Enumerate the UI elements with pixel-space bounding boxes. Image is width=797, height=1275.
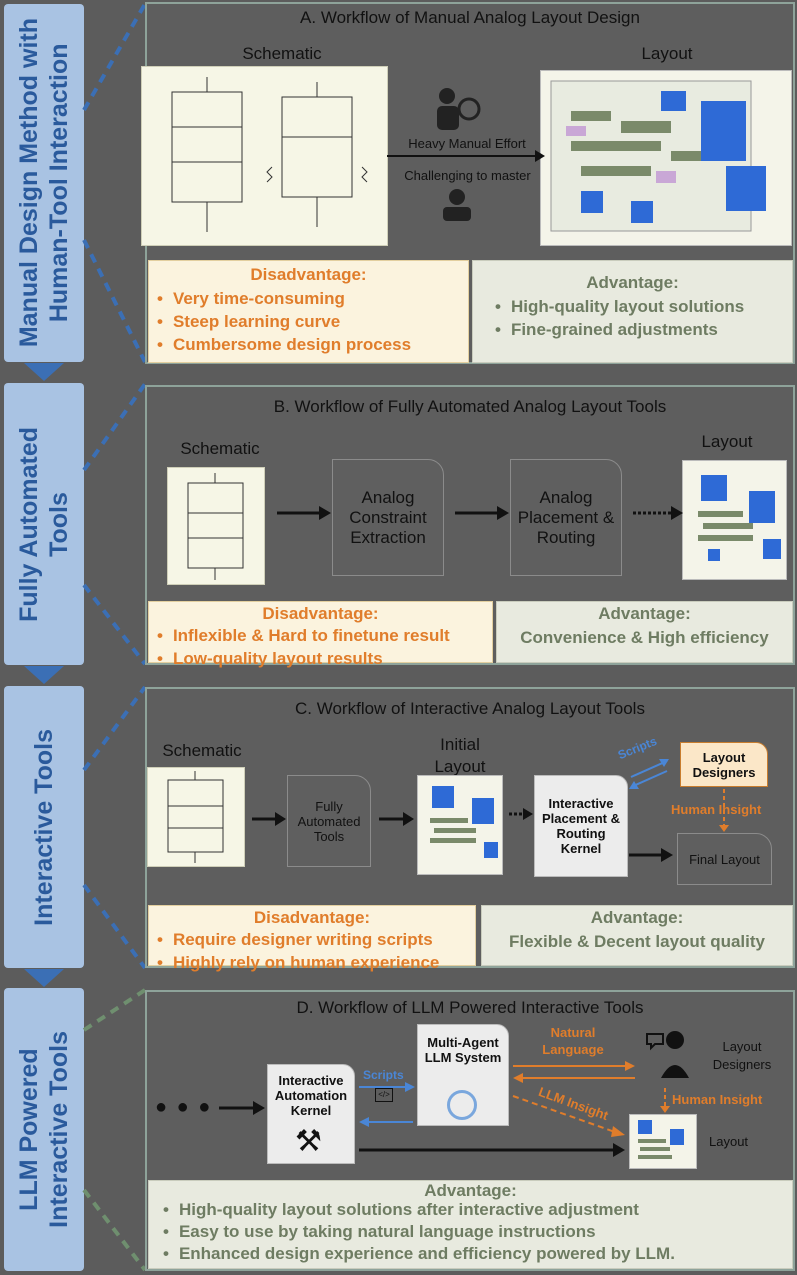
designer-icon — [639, 1022, 693, 1082]
section-b-title: B. Workflow of Fully Automated Analog La… — [273, 397, 667, 416]
side-arrow-2 — [24, 666, 64, 684]
section-d-layout-label: Layout — [709, 1134, 749, 1149]
section-c-final-layout: Final Layout — [677, 833, 772, 885]
section-d-adv-item: Easy to use by taking natural language i… — [163, 1221, 792, 1243]
effort-label-2: Challenging to master — [404, 168, 531, 183]
section-c-dis-item: Highly rely on human experience — [157, 951, 475, 974]
section-c-step-1: Fully Automated Tools — [287, 775, 371, 867]
section-c-designers-label: Layout Designers — [692, 749, 756, 780]
llm-logo-icon — [447, 1090, 477, 1120]
effort-label-1: Heavy Manual Effort — [408, 136, 526, 151]
effort-arrow — [387, 88, 545, 221]
tools-icon: ⚒ — [295, 1125, 322, 1158]
section-d-dots: ● ● ● — [155, 1096, 213, 1118]
section-a-layout-label: Layout — [641, 44, 693, 63]
section-a-adv-title: Advantage: — [586, 273, 679, 292]
section-c: C. Workflow of Interactive Analog Layout… — [145, 687, 795, 972]
designer-drawing — [646, 1031, 689, 1078]
schematic-drawing-b — [187, 473, 244, 580]
section-c-dis-title: Disadvantage: — [253, 908, 371, 927]
section-d-llm-system: Multi-Agent LLM System — [417, 1024, 509, 1126]
side-arrow-3 — [24, 969, 64, 987]
section-a-dis-item: Steep learning curve — [157, 310, 468, 333]
section-b-dis-title: Disadvantage: — [262, 604, 379, 623]
section-a-adv-item: Fine-grained adjustments — [495, 318, 792, 341]
section-c-schematic-image — [147, 767, 245, 867]
section-b-adv-title: Advantage: — [598, 604, 691, 623]
section-c-arrows — [252, 759, 729, 862]
section-c-dis-item: Require designer writing scripts — [157, 928, 475, 951]
section-c-kernel-label: Interactive Placement & Routing Kernel — [541, 796, 621, 856]
section-b-advantage: Advantage: Convenience & High efficiency — [496, 601, 793, 663]
section-b-layout-image — [682, 460, 787, 580]
section-d-adv-item: Enhanced design experience and efficienc… — [163, 1243, 792, 1265]
section-c-advantage: Advantage: Flexible & Decent layout qual… — [481, 905, 793, 966]
section-d-adv-item: High-quality layout solutions after inte… — [163, 1199, 792, 1221]
section-b-step-1: Analog Constraint Extraction — [332, 459, 444, 576]
section-d-advantage: Advantage: High-quality layout solutions… — [148, 1180, 793, 1269]
schematic-drawing-c — [167, 771, 224, 863]
section-a: A. Workflow of Manual Analog Layout Desi… — [141, 2, 795, 364]
section-c-kernel: Interactive Placement & Routing Kernel — [534, 775, 628, 877]
section-d-scripts-label: Scripts — [363, 1068, 404, 1082]
section-c-initial-layout-label: Initial Layout — [434, 735, 486, 776]
layout-drawing-c — [430, 786, 498, 858]
section-c-disadvantage: Disadvantage: Require designer writing s… — [148, 905, 476, 972]
section-d-kernel-label: Interactive Automation Kernel — [274, 1073, 348, 1118]
section-a-dis-title: Disadvantage: — [250, 265, 367, 284]
section-b-disadvantage: Disadvantage: Inflexible & Hard to finet… — [148, 601, 493, 668]
section-c-adv-title: Advantage: — [590, 908, 684, 927]
section-a-layout-image — [540, 70, 792, 246]
section-a-adv-item: High-quality layout solutions — [495, 295, 792, 318]
section-b: B. Workflow of Fully Automated Analog La… — [145, 385, 795, 668]
section-d-layout-image — [629, 1114, 697, 1169]
layout-drawing-b — [698, 475, 781, 561]
side-tab-interactive: Interactive Tools — [4, 686, 84, 968]
layout-drawing-a — [550, 80, 766, 232]
layout-drawing-d — [638, 1120, 684, 1159]
script-icon: </> — [375, 1088, 393, 1102]
section-b-step-1-label: Analog Constraint Extraction — [349, 487, 427, 547]
section-b-adv-text: Convenience & High efficiency — [520, 628, 769, 647]
section-a-schematic-image — [141, 66, 388, 246]
section-d-adv-title: Advantage: — [424, 1181, 517, 1200]
section-c-step-1-label: Fully Automated Tools — [297, 798, 361, 844]
section-a-advantage: Advantage: High-quality layout solutions… — [472, 260, 793, 363]
section-a-dis-item: Cumbersome design process — [157, 333, 468, 356]
section-a-title: A. Workflow of Manual Analog Layout Desi… — [300, 8, 640, 27]
schematic-drawing — [171, 77, 368, 232]
section-a-schematic-label: Schematic — [242, 44, 322, 63]
section-d-title: D. Workflow of LLM Powered Interactive T… — [296, 998, 644, 1017]
section-c-designers: Layout Designers — [680, 742, 768, 787]
section-c-insight-label: Human Insight — [671, 802, 762, 817]
section-d-insight-label: Human Insight — [672, 1092, 763, 1107]
section-c-title: C. Workflow of Interactive Analog Layout… — [295, 699, 645, 718]
section-d-kernel: Interactive Automation Kernel — [267, 1064, 355, 1164]
section-a-disadvantage: Disadvantage: Very time-consuming Steep … — [148, 260, 469, 363]
side-arrow-1 — [24, 363, 64, 381]
section-d-arrows — [219, 1061, 670, 1157]
section-b-dis-item: Inflexible & Hard to finetune result — [157, 624, 492, 647]
section-b-step-2-label: Analog Placement & Routing — [517, 487, 615, 547]
section-d: D. Workflow of LLM Powered Interactive T… — [145, 990, 795, 1271]
section-c-schematic-label: Schematic — [162, 741, 242, 760]
section-c-final-layout-label: Final Layout — [689, 851, 760, 867]
section-a-dis-item: Very time-consuming — [157, 287, 468, 310]
section-b-arrows — [277, 506, 683, 520]
section-b-step-2: Analog Placement & Routing — [510, 459, 622, 576]
section-d-natural-label: Natural Language — [542, 1025, 604, 1057]
section-c-adv-text: Flexible & Decent layout quality — [508, 932, 765, 951]
section-b-layout-label: Layout — [701, 432, 753, 451]
section-d-designers-label: Layout Designers — [712, 1039, 772, 1072]
section-d-llm-label: Multi-Agent LLM System — [424, 1035, 502, 1065]
section-b-schematic-label: Schematic — [180, 439, 260, 458]
section-c-initial-layout-image — [417, 775, 503, 875]
section-b-schematic-image — [167, 467, 265, 585]
section-b-dis-item: Low-quality layout results — [157, 647, 492, 670]
